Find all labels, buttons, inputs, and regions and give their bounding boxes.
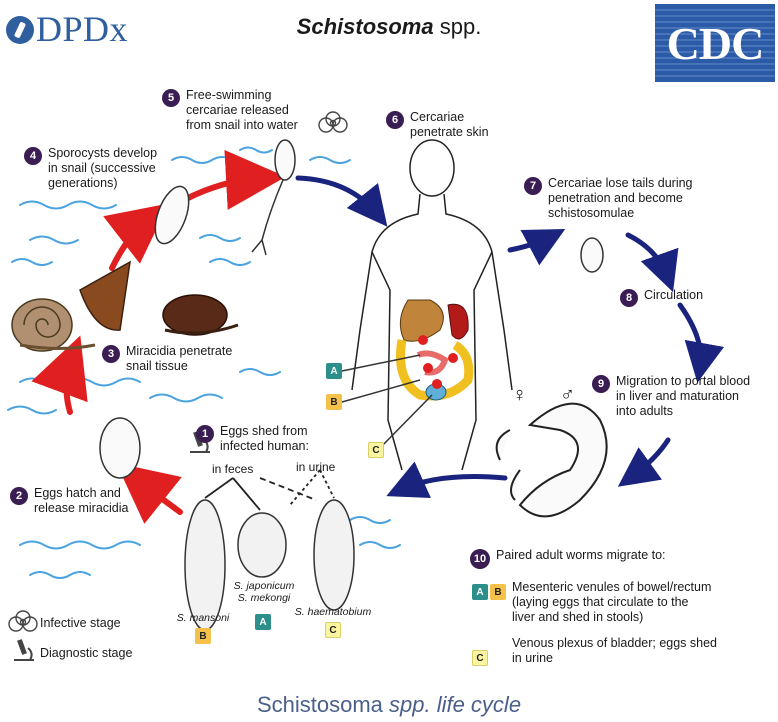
label-s-mansoni: S. mansoni xyxy=(168,612,238,624)
miracidium-image xyxy=(100,418,140,478)
step-7: 7 Cercariae lose tails during penetratio… xyxy=(524,176,693,221)
badge-c-organ: C xyxy=(368,442,384,458)
step-number: 1 xyxy=(196,425,214,443)
step-number: 4 xyxy=(24,147,42,165)
legend-infective: Infective stage xyxy=(40,616,121,630)
step-8: 8 Circulation xyxy=(620,288,703,307)
step-text: Circulation xyxy=(644,288,703,303)
badge-b-organ: B xyxy=(326,394,342,410)
sporocyst-image xyxy=(149,182,196,248)
step-5: 5 Free-swimming cercariae released from … xyxy=(162,88,298,133)
step-text: Cercariae lose tails during penetration … xyxy=(548,176,693,221)
badge-b-detail: B xyxy=(490,584,506,600)
schistosomulum-image xyxy=(581,238,603,272)
step-text: Free-swimming cercariae released from sn… xyxy=(186,88,298,133)
step-text: Paired adult worms migrate to: xyxy=(496,548,666,563)
step-1: 1 Eggs shed from infected human: xyxy=(196,424,309,454)
step-3: 3 Miracidia penetrate snail tissue xyxy=(102,344,232,374)
label-in-urine: in urine xyxy=(296,460,335,474)
male-symbol: ♂ xyxy=(560,384,575,407)
cercaria-image xyxy=(252,140,295,255)
step-number: 5 xyxy=(162,89,180,107)
step-number: 6 xyxy=(386,111,404,129)
step-number: 2 xyxy=(10,487,28,505)
badge-b-mansoni: B xyxy=(195,628,211,644)
step-text: Cercariae penetrate skin xyxy=(410,110,489,140)
step-10: 10 Paired adult worms migrate to: xyxy=(470,548,666,569)
caption-italic: spp. life cycle xyxy=(389,692,521,717)
label-s-japonicum: S. japonicum xyxy=(232,580,296,592)
badge-a-detail: A xyxy=(472,584,488,600)
step-text: Sporocysts develop in snail (successive … xyxy=(48,146,157,191)
step-10-c-text: Venous plexus of bladder; eggs shed in u… xyxy=(512,636,717,666)
egg-connector-lines xyxy=(205,470,334,510)
step-number: 9 xyxy=(592,375,610,393)
abdominal-organs xyxy=(400,300,468,400)
label-in-feces: in feces xyxy=(212,462,253,476)
badge-a-organ: A xyxy=(326,363,342,379)
female-symbol: ♀ xyxy=(512,384,527,407)
step-2: 2 Eggs hatch and release miracidia xyxy=(10,486,128,516)
badge-c-haematobium: C xyxy=(325,622,341,638)
caption-normal: Schistosoma xyxy=(257,692,389,717)
legend-diagnostic: Diagnostic stage xyxy=(40,646,132,660)
label-s-mekongi: S. mekongi xyxy=(232,592,296,604)
step-6: 6 Cercariae penetrate skin xyxy=(386,110,489,140)
step-4: 4 Sporocysts develop in snail (successiv… xyxy=(24,146,157,191)
step-number: 3 xyxy=(102,345,120,363)
figure-caption: Schistosoma spp. life cycle xyxy=(0,692,778,718)
step-10-ab-text: Mesenteric venules of bowel/rectum (layi… xyxy=(512,580,711,625)
adult-worms-image xyxy=(497,404,607,517)
step-number: 10 xyxy=(470,549,490,569)
step-number: 8 xyxy=(620,289,638,307)
step-9: 9 Migration to portal blood in liver and… xyxy=(592,374,750,419)
label-s-haematobium: S. haematobium xyxy=(292,606,374,618)
step-text: Eggs shed from infected human: xyxy=(220,424,309,454)
step-number: 7 xyxy=(524,177,542,195)
step-text: Eggs hatch and release miracidia xyxy=(34,486,128,516)
snail-images xyxy=(12,262,238,351)
badge-a-japonicum: A xyxy=(255,614,271,630)
badge-c-detail: C xyxy=(472,650,488,666)
step-text: Migration to portal blood in liver and m… xyxy=(616,374,750,419)
step-text: Miracidia penetrate snail tissue xyxy=(126,344,232,374)
